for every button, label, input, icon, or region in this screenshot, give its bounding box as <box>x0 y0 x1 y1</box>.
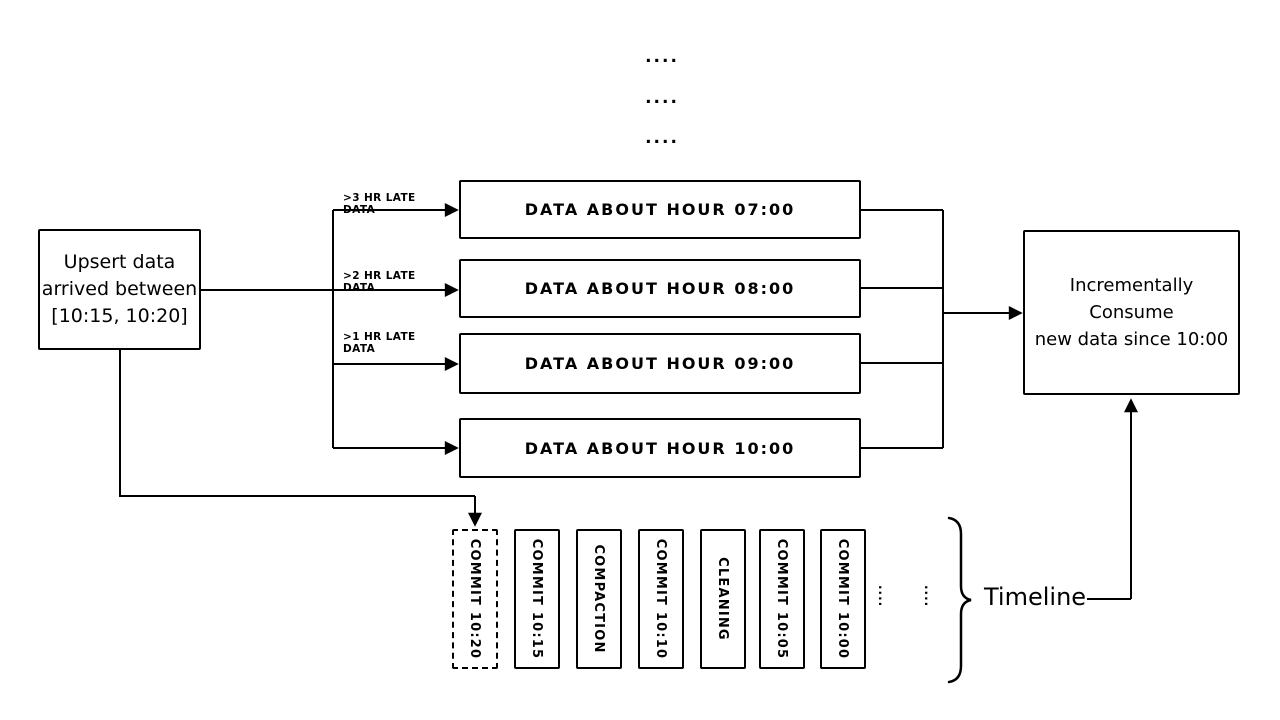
branch-label-2hr-late: >2 HR LATE DATA <box>343 270 416 294</box>
branch-label-3hr-late: >3 HR LATE DATA <box>343 192 416 216</box>
branch-label-1hr-late: >1 HR LATE DATA <box>343 331 416 355</box>
continuation-dots-row: .... <box>645 88 679 108</box>
timeline-item-label: CLEANING <box>715 557 731 641</box>
timeline-item-label: COMPACTION <box>591 544 607 654</box>
data-hour-1000-label: DATA ABOUT HOUR 10:00 <box>524 438 796 458</box>
incremental-consumer-box: Incrementally Consume new data since 10:… <box>1023 230 1240 395</box>
timeline-item-label: COMMIT 10:10 <box>653 538 669 660</box>
timeline-item-label: COMMIT 10:00 <box>835 538 851 660</box>
timeline-item-label: COMMIT 10:15 <box>529 538 545 660</box>
timeline-ellipsis: ···· <box>873 585 887 608</box>
data-hour-0700-label: DATA ABOUT HOUR 07:00 <box>524 200 796 219</box>
data-hour-0700-box: DATA ABOUT HOUR 07:00 <box>459 180 861 239</box>
upsert-source-box: Upsert data arrived between [10:15, 10:2… <box>38 229 201 350</box>
timeline-label: Timeline <box>984 583 1087 611</box>
data-hour-0900-label: DATA ABOUT HOUR 09:00 <box>524 354 796 373</box>
data-hour-0800-box: DATA ABOUT HOUR 08:00 <box>459 259 861 318</box>
timeline-item-commit-10-15: COMMIT 10:15 <box>514 529 560 669</box>
continuation-dots-row: .... <box>645 47 679 67</box>
timeline-ellipsis: ···· <box>919 585 933 608</box>
timeline-item-commit-10-05: COMMIT 10:05 <box>759 529 805 669</box>
incremental-consumer-text: Incrementally Consume new data since 10:… <box>1034 275 1229 350</box>
timeline-item-label: COMMIT 10:05 <box>774 538 790 660</box>
timeline-item-commit-10-00: COMMIT 10:00 <box>820 529 866 669</box>
timeline-item-commit-10-10: COMMIT 10:10 <box>638 529 684 669</box>
timeline-brace-icon <box>947 516 972 684</box>
data-hour-0800-label: DATA ABOUT HOUR 08:00 <box>524 279 796 298</box>
continuation-dots-row: .... <box>645 128 679 148</box>
timeline-item-label: COMMIT 10:20 <box>467 538 483 660</box>
timeline-item-cleaning: CLEANING <box>700 529 746 669</box>
timeline-item-commit-10-20: COMMIT 10:20 <box>452 529 498 669</box>
data-hour-1000-box: DATA ABOUT HOUR 10:00 <box>459 418 861 478</box>
timeline-item-compaction: COMPACTION <box>576 529 622 669</box>
upsert-source-text: Upsert data arrived between [10:15, 10:2… <box>41 251 198 327</box>
data-hour-0900-box: DATA ABOUT HOUR 09:00 <box>459 333 861 394</box>
line-source-to-timeline <box>119 348 475 497</box>
